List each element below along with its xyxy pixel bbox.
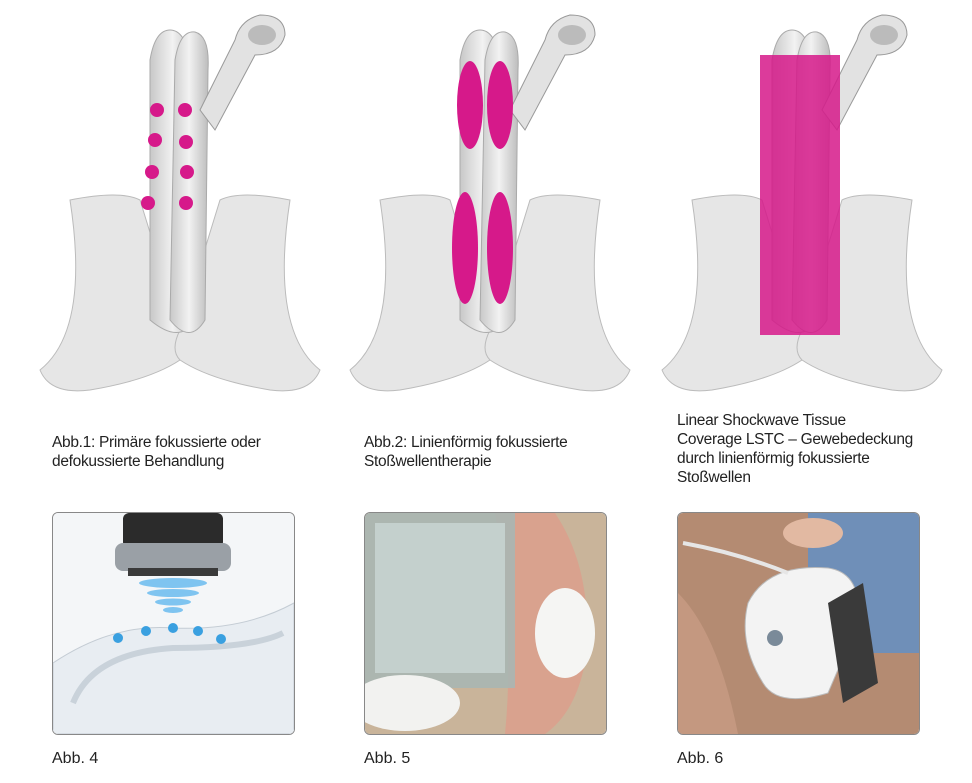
illustration-linear-focused-therapy [349,14,631,392]
caption-line: Abb.2: Linienförmig fokussierte [364,434,568,451]
caption-line: defokussierte Behandlung [52,453,225,470]
caption-line: Stoßwellentherapie [364,453,492,470]
treatment-zones [452,61,513,304]
caption-line: Abb.1: Primäre fokussierte oder [52,434,261,451]
caption-line: durch linienförmig fokussierte [677,450,870,467]
shockwave-icon [139,578,207,613]
caption-line: Linear Shockwave Tissue [677,412,846,429]
figure-3-caption: Linear Shockwave Tissue Coverage LSTC – … [677,411,913,487]
caption-line: Stoßwellen [677,469,751,486]
photo-linear-treatment [364,512,607,735]
caption-line: Coverage LSTC – Gewebedeckung [677,431,914,448]
illustration-lstc-coverage [661,14,943,392]
photo-lstc-applicator [677,512,920,735]
illustration-primary-focused-treatment [39,14,321,392]
photo-6-label: Abb. 6 [677,750,724,767]
figure-2-caption: Abb.2: Linienförmig fokussierte Stoßwell… [364,433,568,471]
figure-1-caption: Abb.1: Primäre fokussierte oder defokuss… [52,433,261,471]
photo-applicator-diagram [52,512,295,735]
photo-5-label: Abb. 5 [364,750,411,767]
photo-4-label: Abb. 4 [52,750,99,767]
treatment-points [141,103,194,210]
coverage-zone [760,55,840,335]
